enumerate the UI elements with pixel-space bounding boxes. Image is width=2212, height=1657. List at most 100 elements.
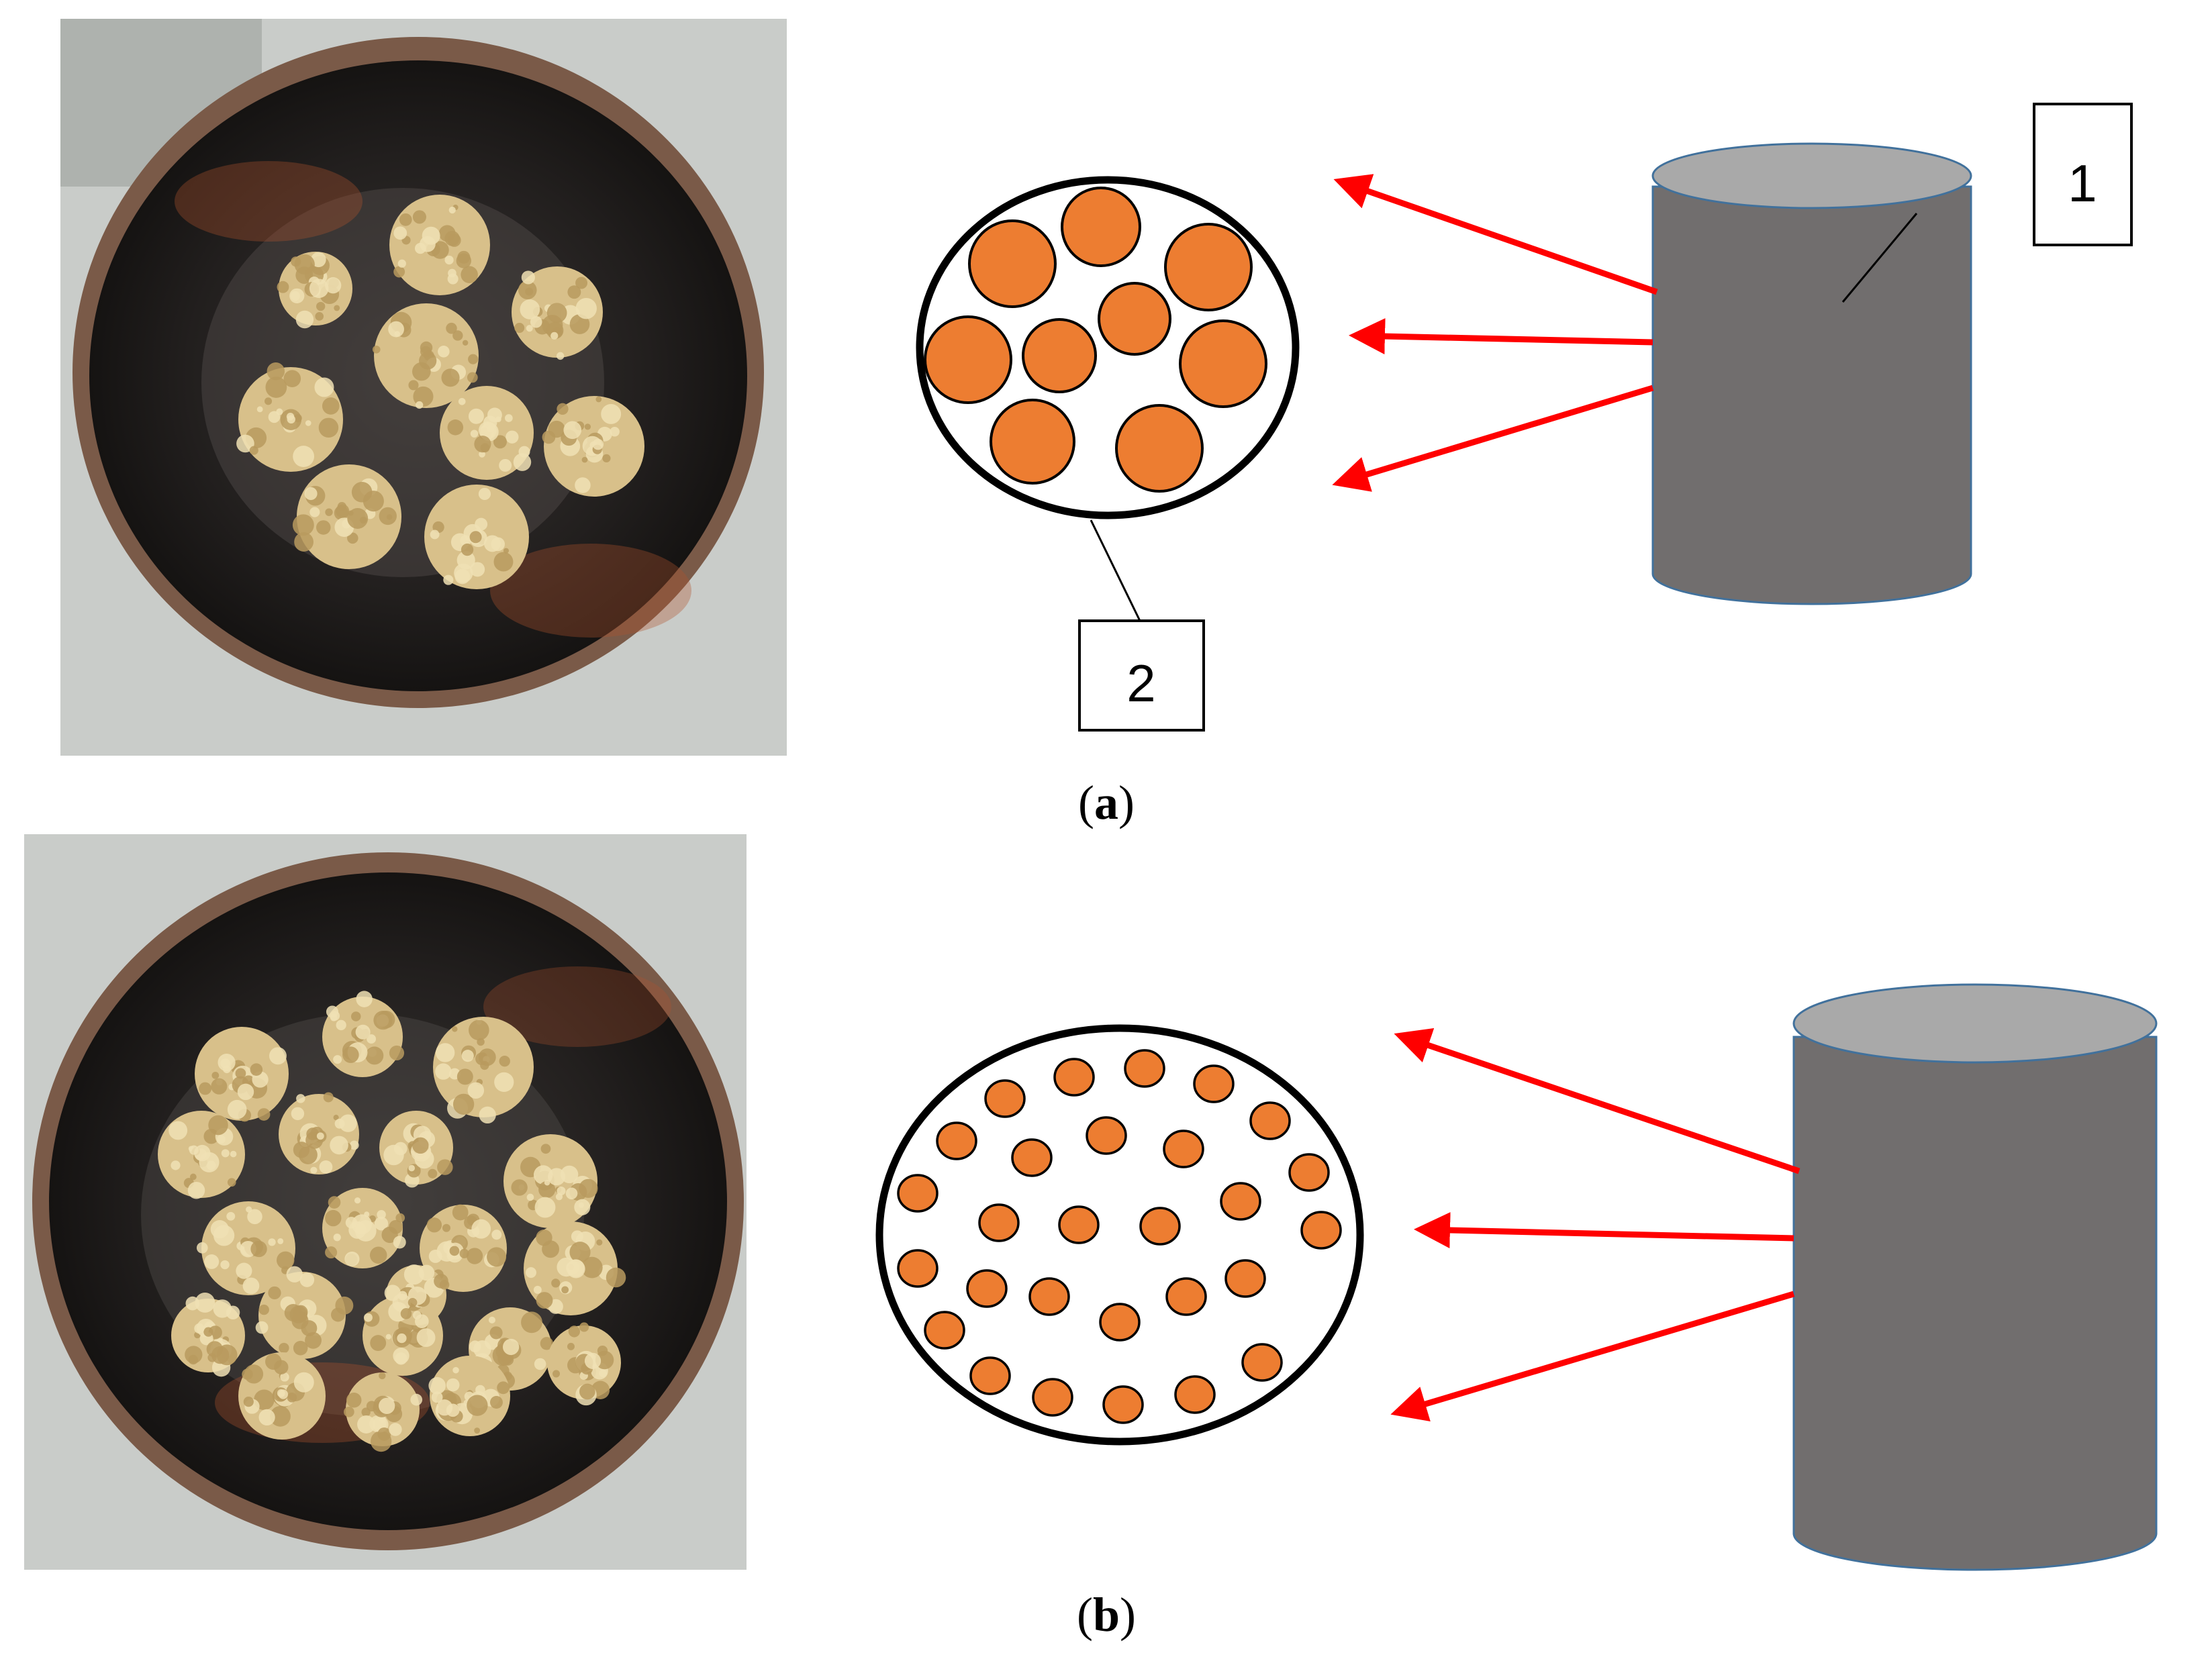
photo-pot-a [60,19,787,756]
cylinder-body [1651,185,1972,605]
particle [1022,318,1097,393]
residue-clump [547,1322,621,1406]
particle [1086,1116,1127,1155]
residue-clump [440,386,534,480]
particle [1058,1205,1100,1244]
residue-clump [428,1356,510,1436]
cylinder-body [1792,1036,2158,1571]
residue-clumps [236,195,644,589]
arrow-lower [1332,385,1654,492]
caption-b: (b) [1077,1588,1136,1642]
particle [1241,1343,1283,1382]
caption-letter: a [1094,776,1118,830]
particle [1179,319,1267,408]
residue-clump [158,1111,245,1199]
callout-2: 2 [1078,519,1205,732]
residue-clump [322,1188,406,1268]
label-number: 1 [2068,154,2097,213]
cylinder-top [1792,983,2158,1064]
particle [1102,1385,1144,1424]
particle [990,399,1075,485]
residue-clump [524,1221,626,1315]
arrows-a [1332,174,1658,492]
residue-clump [420,1204,507,1292]
particle [1163,1129,1204,1168]
particles [897,1049,1342,1424]
particle [936,1121,977,1160]
particle [1028,1277,1070,1316]
arrows-b [1390,1027,1800,1421]
particle [968,219,1057,308]
cylinder-1-a [1651,142,1972,605]
residue-clump [279,1092,359,1174]
particle [924,315,1012,404]
residue-clump [389,195,490,295]
residue-clump [372,303,479,409]
photo-pot-b [24,834,747,1570]
callout-1: 1 [1841,103,2133,303]
caption-letter: b [1093,1588,1120,1642]
panel-a: 1 2 (a) [60,19,2133,830]
residue-clump [384,1264,450,1329]
particle [1139,1207,1181,1246]
residue-clump [344,1372,423,1452]
particle [966,1269,1008,1308]
residue-clump [424,485,529,589]
particle [984,1079,1026,1118]
leader-line [1090,519,1141,621]
particle [1053,1058,1095,1097]
particle [1165,1277,1207,1316]
residue-clump [238,1352,326,1440]
residue-clump [255,1266,354,1359]
residue-clump [503,1134,598,1228]
particles [924,187,1267,493]
particle [1115,404,1204,493]
residue-clump [277,252,352,329]
residue-clump [195,1027,289,1122]
arrow-upper [1333,174,1658,295]
particle [1061,187,1141,267]
particle [924,1311,965,1350]
residue-clump [469,1307,554,1391]
particle [1224,1259,1266,1298]
particle-cluster-b [875,1024,1364,1446]
residue-clumps [158,991,626,1452]
residue-clump [171,1293,245,1377]
particle [1193,1064,1235,1103]
residue-clump [236,362,343,472]
residue-clump [322,991,405,1077]
arrow-upper [1394,1027,1800,1174]
cylinder-b [1792,983,2158,1571]
particle [978,1203,1020,1242]
particle [1249,1101,1291,1140]
particle [969,1356,1011,1395]
particle [1288,1153,1330,1192]
residue-clump [292,464,401,569]
cluster-outline [875,1024,1364,1446]
cylinder-top [1651,142,1972,209]
residue-clump [379,1111,453,1188]
residue-clump [196,1201,295,1295]
particle [1300,1211,1342,1250]
particle [1032,1378,1073,1417]
particle-cluster-a [916,176,1300,519]
residue-clump [542,396,644,497]
residue-clump [512,266,603,360]
particle [1124,1049,1165,1088]
particle [1220,1182,1261,1221]
arrow-middle [1414,1212,1794,1249]
leader-line [1841,213,1918,303]
particle [1011,1138,1053,1177]
label-number: 2 [1126,654,1155,713]
arrow-middle [1349,318,1653,355]
particle [1164,223,1253,311]
label-box [2033,103,2133,246]
caption-a: (a) [1078,776,1135,830]
residue-clump [433,1017,534,1124]
particle [897,1249,939,1288]
label-box [1078,619,1205,732]
particle [1098,282,1171,356]
particle [897,1174,939,1213]
panel-b: (b) [24,834,2158,1642]
